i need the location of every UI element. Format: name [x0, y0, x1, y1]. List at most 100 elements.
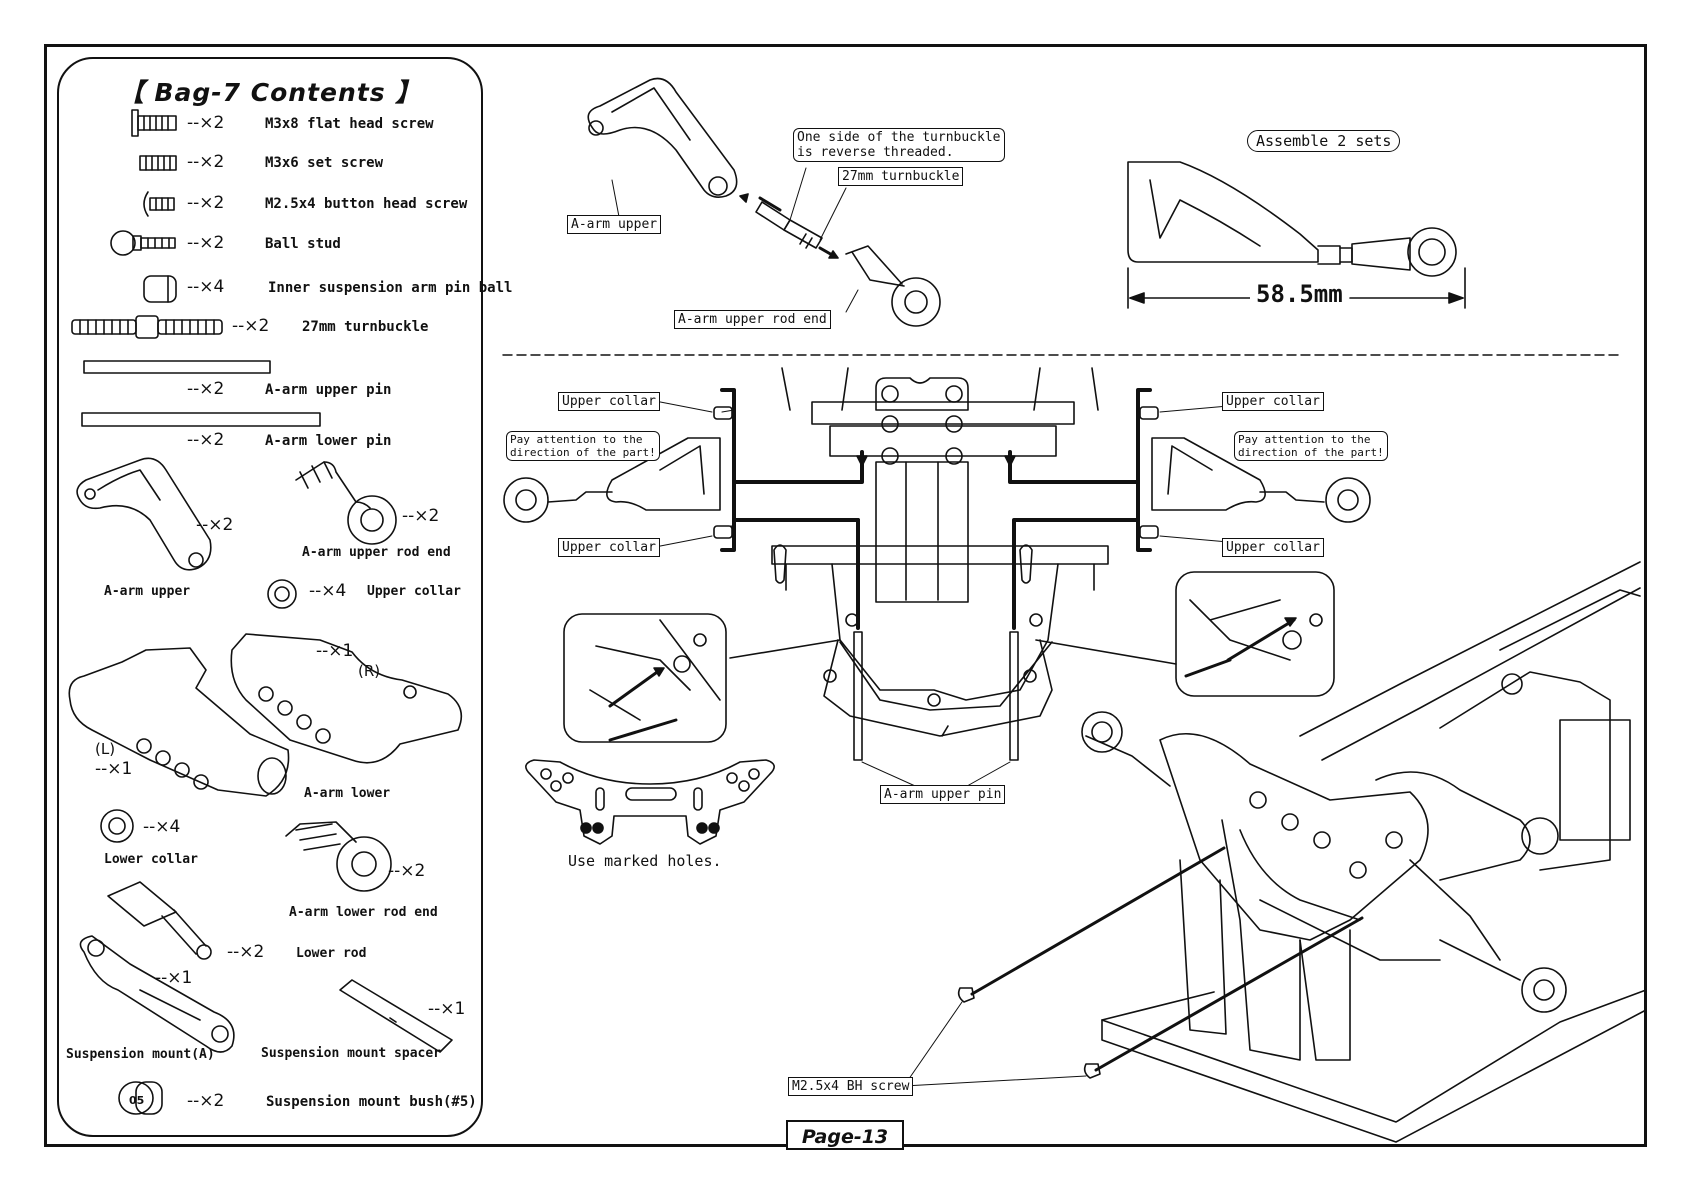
a-arm-lower-r-qty: --×1: [316, 641, 354, 661]
callout-turnbuckle: 27mm turnbuckle: [838, 167, 964, 186]
lower-rod-end-part-icon: [285, 821, 392, 892]
susp-spacer-label: Suspension mount spacer: [261, 1046, 442, 1061]
length-dimension: 58.5mm: [1250, 280, 1349, 308]
attention-line1: Pay attention to the: [510, 433, 643, 446]
a-arm-upper-qty: --×2: [196, 515, 234, 535]
arrow-to-arm: [758, 196, 782, 212]
item-qty: --×2: [187, 430, 225, 450]
rod-end-step1-icon: [845, 245, 941, 327]
svg-text:05: 05: [129, 1094, 144, 1107]
item-name: 27mm turnbuckle: [302, 319, 429, 335]
a-arm-upper-label: A-arm upper: [104, 584, 191, 599]
upper-rod-end-label: A-arm upper rod end: [302, 545, 451, 560]
suspension-mount-bush-part-icon: 05: [118, 1081, 163, 1115]
reverse-note-line1: One side of the turnbuckle: [797, 130, 1001, 145]
suspension-mount-spacer-part-icon: [339, 979, 453, 1053]
attention-line2: direction of the part!: [1238, 446, 1384, 459]
upper-pin-icon: [83, 360, 271, 374]
susp-bush-label: Suspension mount bush(#5): [266, 1094, 477, 1110]
suspension-mount-part-icon: [79, 935, 235, 1053]
ball-stud-icon: [110, 230, 176, 256]
susp-spacer-qty: --×1: [428, 999, 466, 1019]
callout-upper-collar-br: Upper collar: [1222, 538, 1324, 557]
callout-a-arm-upper: A-arm upper: [567, 215, 662, 234]
lower-pin-icon: [81, 412, 321, 427]
dimension-line: [1127, 267, 1466, 309]
a-arm-lower-l-qty: --×1: [95, 759, 133, 779]
attention-note-left: Pay attention to the direction of the pa…: [506, 431, 660, 461]
item-name: M2.5x4 button head screw: [265, 196, 468, 212]
lower-rod-end-label: A-arm lower rod end: [289, 905, 438, 920]
callout-bh-screw: M2.5x4 BH screw: [788, 1077, 914, 1096]
item-name: Inner suspension arm pin ball: [268, 280, 513, 296]
callout-rod-end: A-arm upper rod end: [674, 310, 831, 329]
assemble-note: Assemble 2 sets: [1247, 130, 1401, 152]
callout-upper-pin: A-arm upper pin: [880, 785, 1006, 804]
detail-right-icon: [1035, 571, 1335, 697]
reverse-note-line2: is reverse threaded.: [797, 145, 954, 160]
lower-collar-qty: --×4: [143, 817, 181, 837]
a-arm-lower-right-icon: [230, 633, 463, 764]
item-qty: --×4: [187, 277, 225, 297]
item-name: Ball stud: [265, 236, 341, 252]
lower-rod-qty: --×2: [227, 942, 265, 962]
assembled-a-arm-icon: [1127, 161, 1457, 277]
susp-bush-qty: --×2: [187, 1091, 225, 1111]
a-arm-upper-step1-icon: [587, 77, 738, 198]
item-qty: --×2: [232, 316, 270, 336]
shock-tower-marked-icon: [525, 759, 775, 845]
item-qty: --×2: [187, 152, 225, 172]
turnbuckle-icon: [71, 315, 223, 339]
item-qty: --×2: [187, 379, 225, 399]
set-screw-icon: [139, 155, 177, 171]
item-name: A-arm lower pin: [265, 433, 392, 449]
marked-holes-note: Use marked holes.: [568, 852, 722, 870]
item-name: M3x8 flat head screw: [265, 116, 434, 132]
page-number: Page-13: [786, 1120, 904, 1150]
callout-reverse-thread: One side of the turnbuckle is reverse th…: [793, 128, 1005, 162]
bag-title: 【 Bag-7 Contents 】: [118, 78, 422, 107]
item-qty: --×2: [187, 233, 225, 253]
lower-collar-label: Lower collar: [104, 852, 198, 867]
shock-tower-front-icon: [771, 367, 1109, 737]
a-arm-right-step2-icon: [1139, 406, 1371, 539]
upper-pin-left: [853, 631, 863, 761]
chassis-assembly-icon: [1081, 561, 1647, 1143]
upper-pin-right: [1009, 631, 1019, 761]
susp-mount-label: Suspension mount(A): [66, 1047, 215, 1062]
bag-contents-panel: 【 Bag-7 Contents 】: [57, 57, 483, 1137]
attention-note-right: Pay attention to the direction of the pa…: [1234, 431, 1388, 461]
attention-line2: direction of the part!: [510, 446, 656, 459]
a-arm-lower-l-side: (L): [95, 740, 116, 758]
lower-collar-part-icon: [100, 809, 134, 843]
pin-ball-icon: [143, 275, 177, 303]
upper-rod-end-qty: --×2: [402, 506, 440, 526]
upper-collar-part-icon: [267, 579, 297, 609]
susp-mount-qty: --×1: [155, 968, 193, 988]
attention-line1: Pay attention to the: [1238, 433, 1371, 446]
upper-collar-qty: --×4: [309, 581, 347, 601]
lower-rod-end-qty: --×2: [388, 861, 426, 881]
item-name: M3x6 set screw: [265, 155, 384, 171]
screw-arrows: [903, 846, 1364, 1087]
a-arm-lower-left-icon: [68, 647, 290, 797]
lower-rod-part-icon: [107, 881, 212, 960]
upper-rod-end-part-icon: [295, 461, 397, 545]
item-qty: --×2: [187, 193, 225, 213]
a-arm-lower-label: A-arm lower: [304, 786, 391, 801]
a-arm-lower-r-side: (R): [358, 662, 381, 680]
turnbuckle-step1-icon: [755, 201, 823, 249]
callout-upper-collar-bl: Upper collar: [558, 538, 660, 557]
item-qty: --×2: [187, 113, 225, 133]
button-head-screw-icon: [143, 191, 175, 217]
flat-head-screw-icon: [131, 109, 177, 137]
callout-upper-collar-tl: Upper collar: [558, 392, 660, 411]
a-arm-upper-part-icon: [76, 457, 212, 571]
lower-rod-label: Lower rod: [296, 946, 367, 961]
callout-upper-collar-tr: Upper collar: [1222, 392, 1324, 411]
detail-left-icon: [563, 613, 841, 743]
upper-collar-label: Upper collar: [367, 584, 461, 599]
a-arm-left-step2-icon: [503, 406, 733, 539]
item-name: A-arm upper pin: [265, 382, 392, 398]
